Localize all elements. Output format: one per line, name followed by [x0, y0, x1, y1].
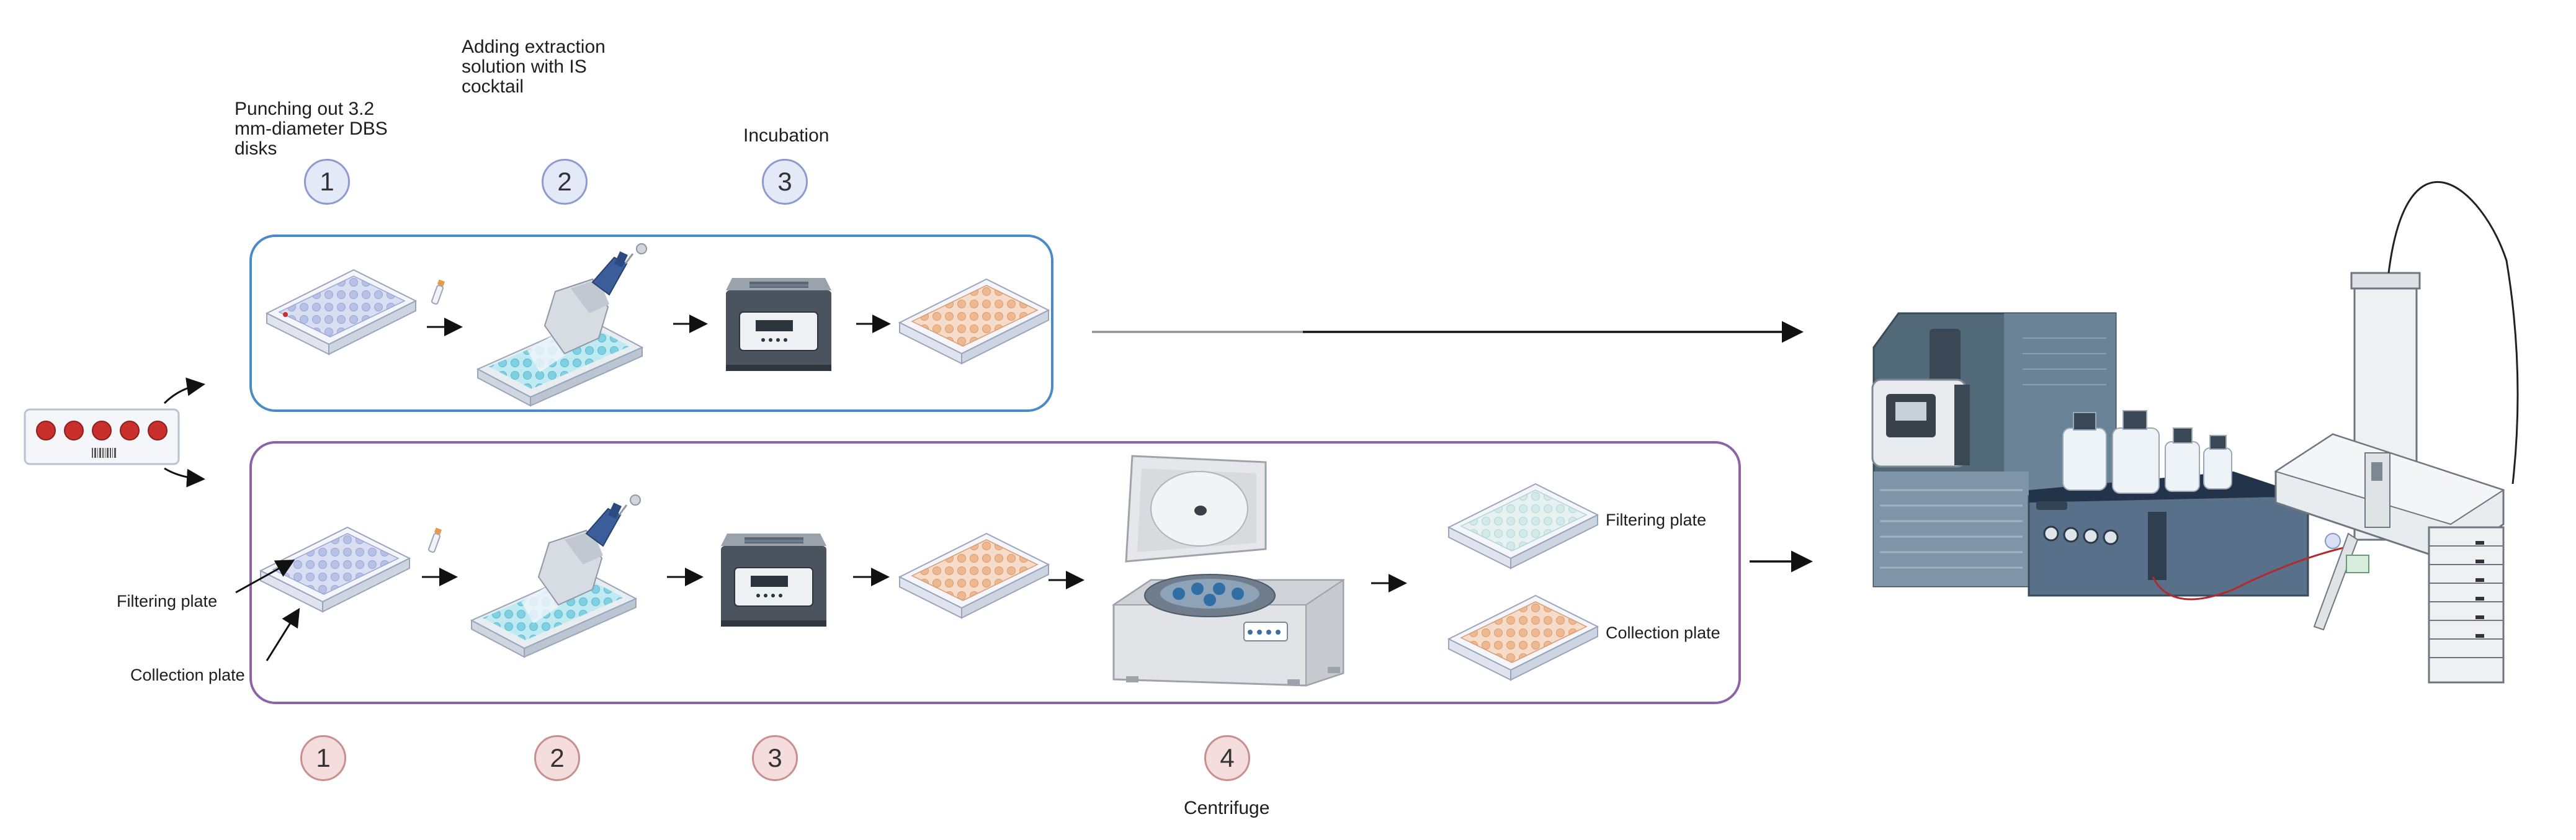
- well-plate-icon: [1448, 483, 1598, 569]
- split-arrow-up: [163, 377, 205, 404]
- bottom-step-3-badge: 3: [752, 735, 798, 781]
- well-plate-icon: [266, 269, 416, 355]
- collection-plate-label-left: Collection plate: [130, 666, 245, 684]
- dbs-card-icon: [24, 408, 180, 465]
- centrifuge-icon: [1111, 455, 1346, 687]
- step-1-label: Punching out 3.2 mm-diameter DBS disks: [235, 99, 388, 159]
- split-arrow-down: [164, 467, 205, 488]
- well-plate-icon: [899, 533, 1049, 619]
- bottom-step-4-badge: 4: [1204, 735, 1250, 781]
- step-2-label: Adding extraction solution with IS cockt…: [462, 37, 606, 97]
- top-step-1-badge: 1: [304, 159, 350, 205]
- well-plate-icon: [899, 279, 1049, 364]
- top-workflow-box: [249, 235, 1053, 412]
- filtering-plate-label-right: Filtering plate: [1606, 511, 1707, 529]
- multichannel-pipette-icon: [476, 243, 647, 407]
- filtering-plate-label-left: Filtering plate: [117, 592, 218, 610]
- lc-ms-instrument-icon: [1871, 181, 2519, 684]
- bottom-step-1-badge: 1: [300, 735, 346, 781]
- multichannel-pipette-icon: [470, 494, 641, 658]
- punch-disk-icon: [431, 279, 445, 305]
- incubator-icon: [721, 534, 826, 627]
- well-plate-icon: [1448, 595, 1598, 681]
- punch-disk-icon: [428, 527, 442, 553]
- top-step-2-badge: 2: [542, 159, 588, 205]
- bottom-step-2-badge: 2: [534, 735, 580, 781]
- incubator-icon: [726, 278, 831, 371]
- top-step-3-badge: 3: [762, 159, 808, 205]
- collection-plate-label-right: Collection plate: [1606, 623, 1720, 642]
- step-4-label: Centrifuge: [1184, 798, 1270, 818]
- step-3-label: Incubation: [743, 125, 830, 146]
- bottom-workflow-box: [249, 441, 1741, 704]
- well-plate-icon: [260, 527, 410, 612]
